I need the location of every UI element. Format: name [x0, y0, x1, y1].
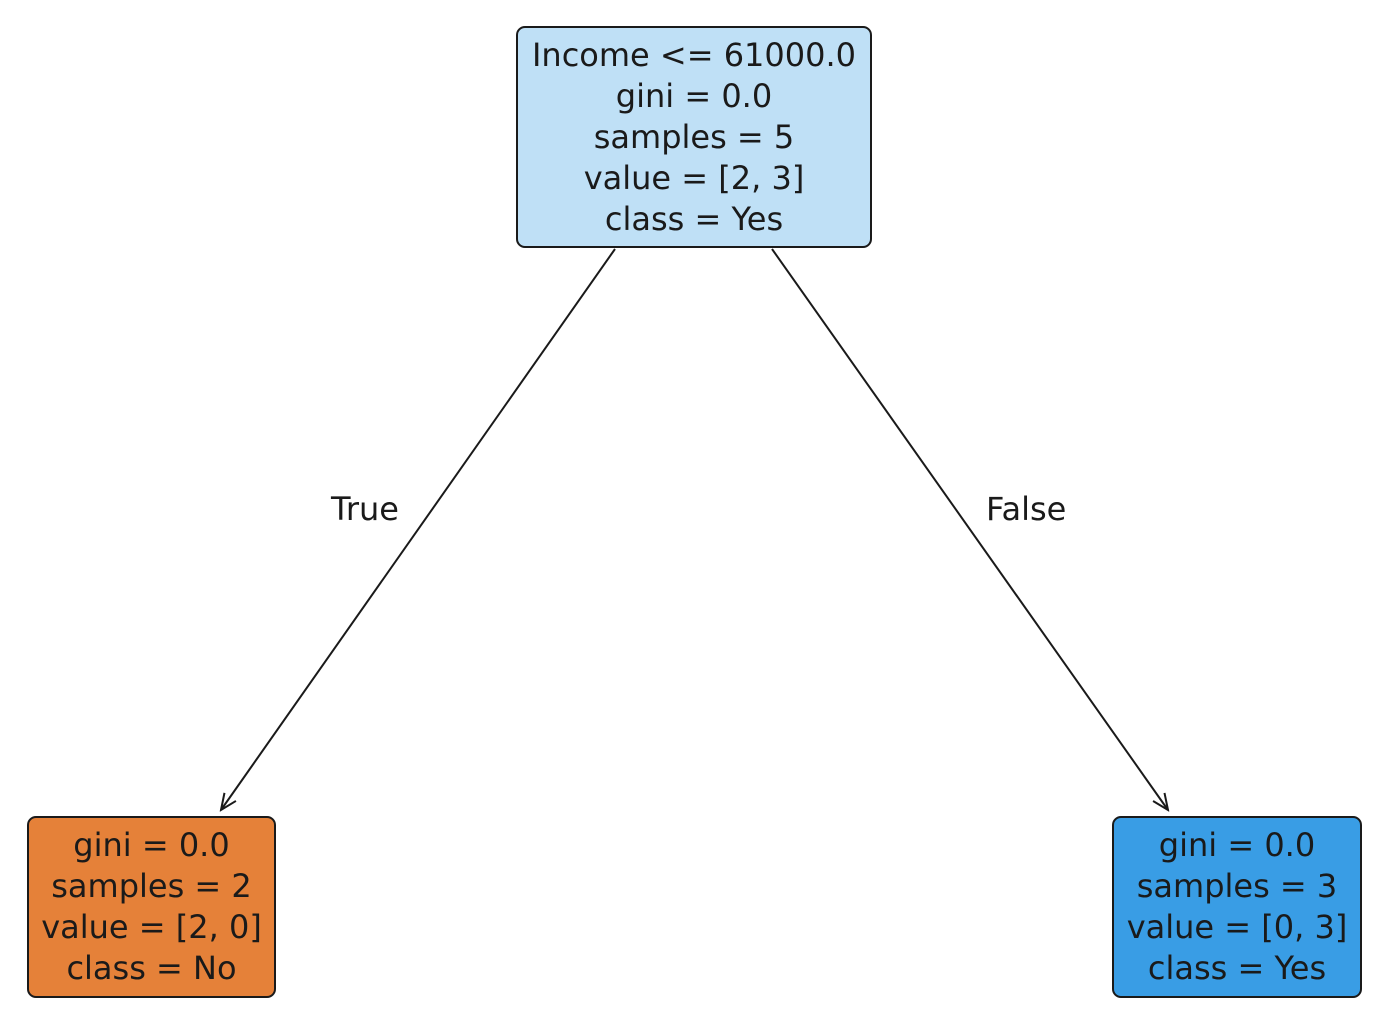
- left-leaf-node: gini = 0.0 samples = 2 value = [2, 0] cl…: [27, 816, 276, 998]
- root-gini: gini = 0.0: [615, 76, 773, 115]
- right-gini: gini = 0.0: [1158, 826, 1316, 864]
- right-value: value = [0, 3]: [1126, 908, 1348, 946]
- edge-false-label: False: [986, 490, 1067, 528]
- root-samples: samples = 5: [593, 117, 795, 156]
- left-class: class = No: [66, 949, 237, 987]
- left-samples: samples = 2: [51, 867, 252, 905]
- root-node: Income <= 61000.0 gini = 0.0 samples = 5…: [516, 26, 872, 248]
- edge-true-arrow: [221, 248, 616, 810]
- root-class: class = Yes: [604, 199, 784, 238]
- right-class: class = Yes: [1147, 949, 1327, 987]
- left-value: value = [2, 0]: [41, 908, 262, 946]
- edge-true-label: True: [331, 490, 399, 528]
- root-value: value = [2, 3]: [583, 158, 805, 197]
- root-split-condition: Income <= 61000.0: [531, 35, 857, 74]
- right-samples: samples = 3: [1136, 867, 1338, 905]
- edge-false-arrow: [771, 248, 1168, 810]
- right-leaf-node: gini = 0.0 samples = 3 value = [0, 3] cl…: [1112, 816, 1362, 998]
- left-gini: gini = 0.0: [73, 826, 230, 864]
